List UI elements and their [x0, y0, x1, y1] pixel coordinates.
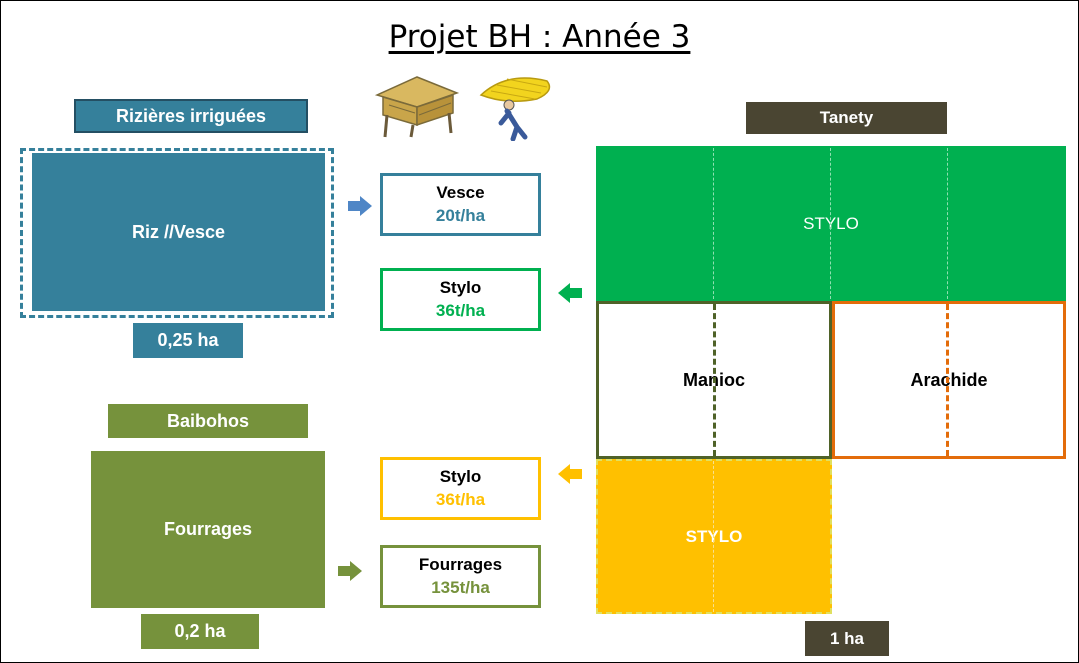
baibohos-field: Fourrages [91, 451, 325, 608]
stylo-green-output-box: Stylo 36t/ha [380, 268, 541, 331]
granary-icon [374, 76, 460, 138]
stylo-yellow-name: Stylo [439, 467, 482, 487]
tanety-stylo-top: STYLO [596, 146, 1066, 301]
fourrages-name: Fourrages [418, 555, 503, 575]
arrow-left-icon [558, 283, 582, 303]
farmer-carrying-hay-icon [479, 77, 551, 141]
vesce-name: Vesce [436, 183, 485, 203]
arrow-right-icon [338, 561, 362, 581]
arrow-right-icon [348, 196, 372, 216]
arrow-left-icon [558, 464, 582, 484]
stylo-yellow-output-box: Stylo 36t/ha [380, 457, 541, 520]
fourrages-output-box: Fourrages 135t/ha [380, 545, 541, 608]
stylo-green-yield: 36t/ha [435, 300, 486, 320]
rice-header: Rizières irriguées [74, 99, 308, 133]
vesce-yield: 20t/ha [435, 205, 486, 225]
stylo-bottom-divider [713, 461, 714, 612]
baibohos-area: 0,2 ha [141, 614, 259, 649]
stylo-yellow-yield: 36t/ha [435, 489, 486, 509]
tanety-header: Tanety [746, 102, 947, 134]
rice-field-outline [20, 148, 334, 318]
stylo-green-name: Stylo [439, 278, 482, 298]
fourrages-yield: 135t/ha [431, 577, 490, 597]
stylo-top-divider [947, 148, 948, 299]
arachide-divider [946, 304, 949, 456]
stylo-top-divider [713, 148, 714, 299]
tanety-arachide: Arachide [832, 301, 1066, 459]
rice-field: Riz //Vesce [32, 153, 325, 311]
manioc-divider [713, 304, 716, 456]
rice-area: 0,25 ha [133, 323, 243, 358]
stylo-top-divider [830, 148, 831, 299]
baibohos-header: Baibohos [108, 404, 308, 438]
tanety-stylo-bottom: STYLO [596, 459, 832, 614]
tanety-area: 1 ha [805, 621, 889, 656]
page-title: Projet BH : Année 3 [388, 19, 691, 55]
vesce-output-box: Vesce 20t/ha [380, 173, 541, 236]
